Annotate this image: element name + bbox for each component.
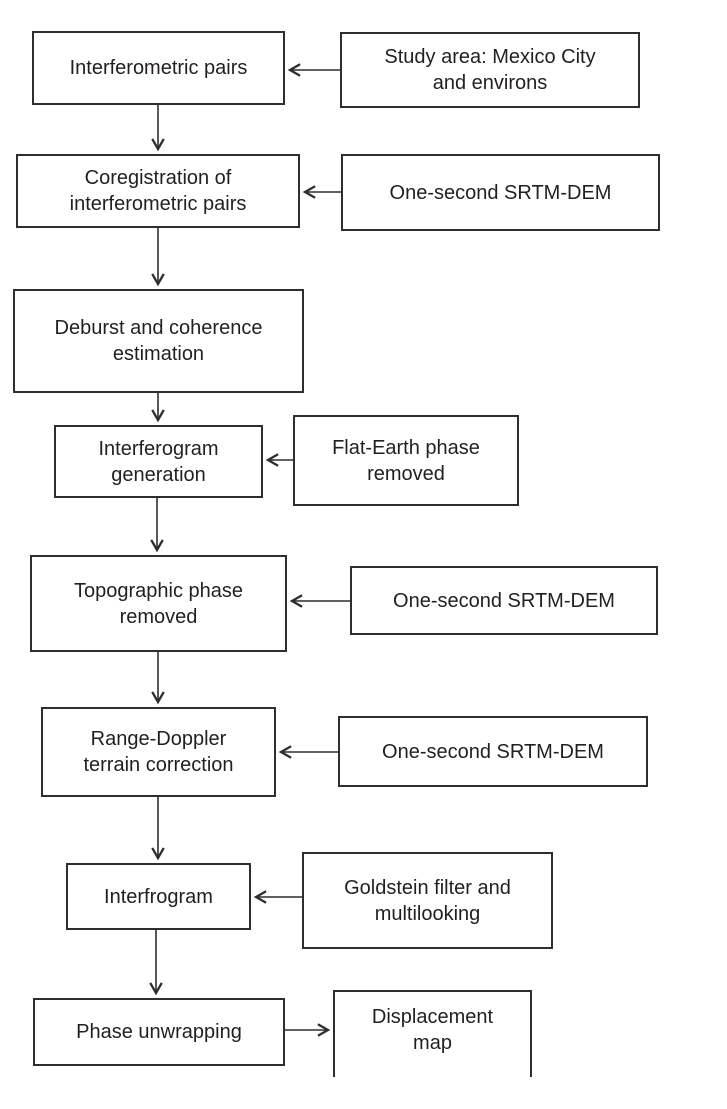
flow-box-interferometric-pairs: Interferometric pairs	[32, 31, 285, 105]
flow-box-phase-unwrapping: Phase unwrapping	[33, 998, 285, 1066]
input-box-study-area: Study area: Mexico City and environs	[340, 32, 640, 108]
input-box-goldstein-filter: Goldstein filter and multilooking	[302, 852, 553, 949]
flow-box-deburst-coherence: Deburst and coherence estimation	[13, 289, 304, 393]
output-box-displacement-map: Displacement map	[333, 990, 532, 1077]
input-box-srtm-dem-2: One-second SRTM-DEM	[350, 566, 658, 635]
flow-box-range-doppler: Range-Doppler terrain correction	[41, 707, 276, 797]
flow-box-interfrogram: Interfrogram	[66, 863, 251, 930]
input-box-flat-earth: Flat-Earth phase removed	[293, 415, 519, 506]
flow-box-topographic-phase: Topographic phase removed	[30, 555, 287, 652]
flow-box-interferogram-generation: Interferogram generation	[54, 425, 263, 498]
input-box-srtm-dem-3: One-second SRTM-DEM	[338, 716, 648, 787]
flow-box-coregistration: Coregistration of interferometric pairs	[16, 154, 300, 228]
input-box-srtm-dem-1: One-second SRTM-DEM	[341, 154, 660, 231]
